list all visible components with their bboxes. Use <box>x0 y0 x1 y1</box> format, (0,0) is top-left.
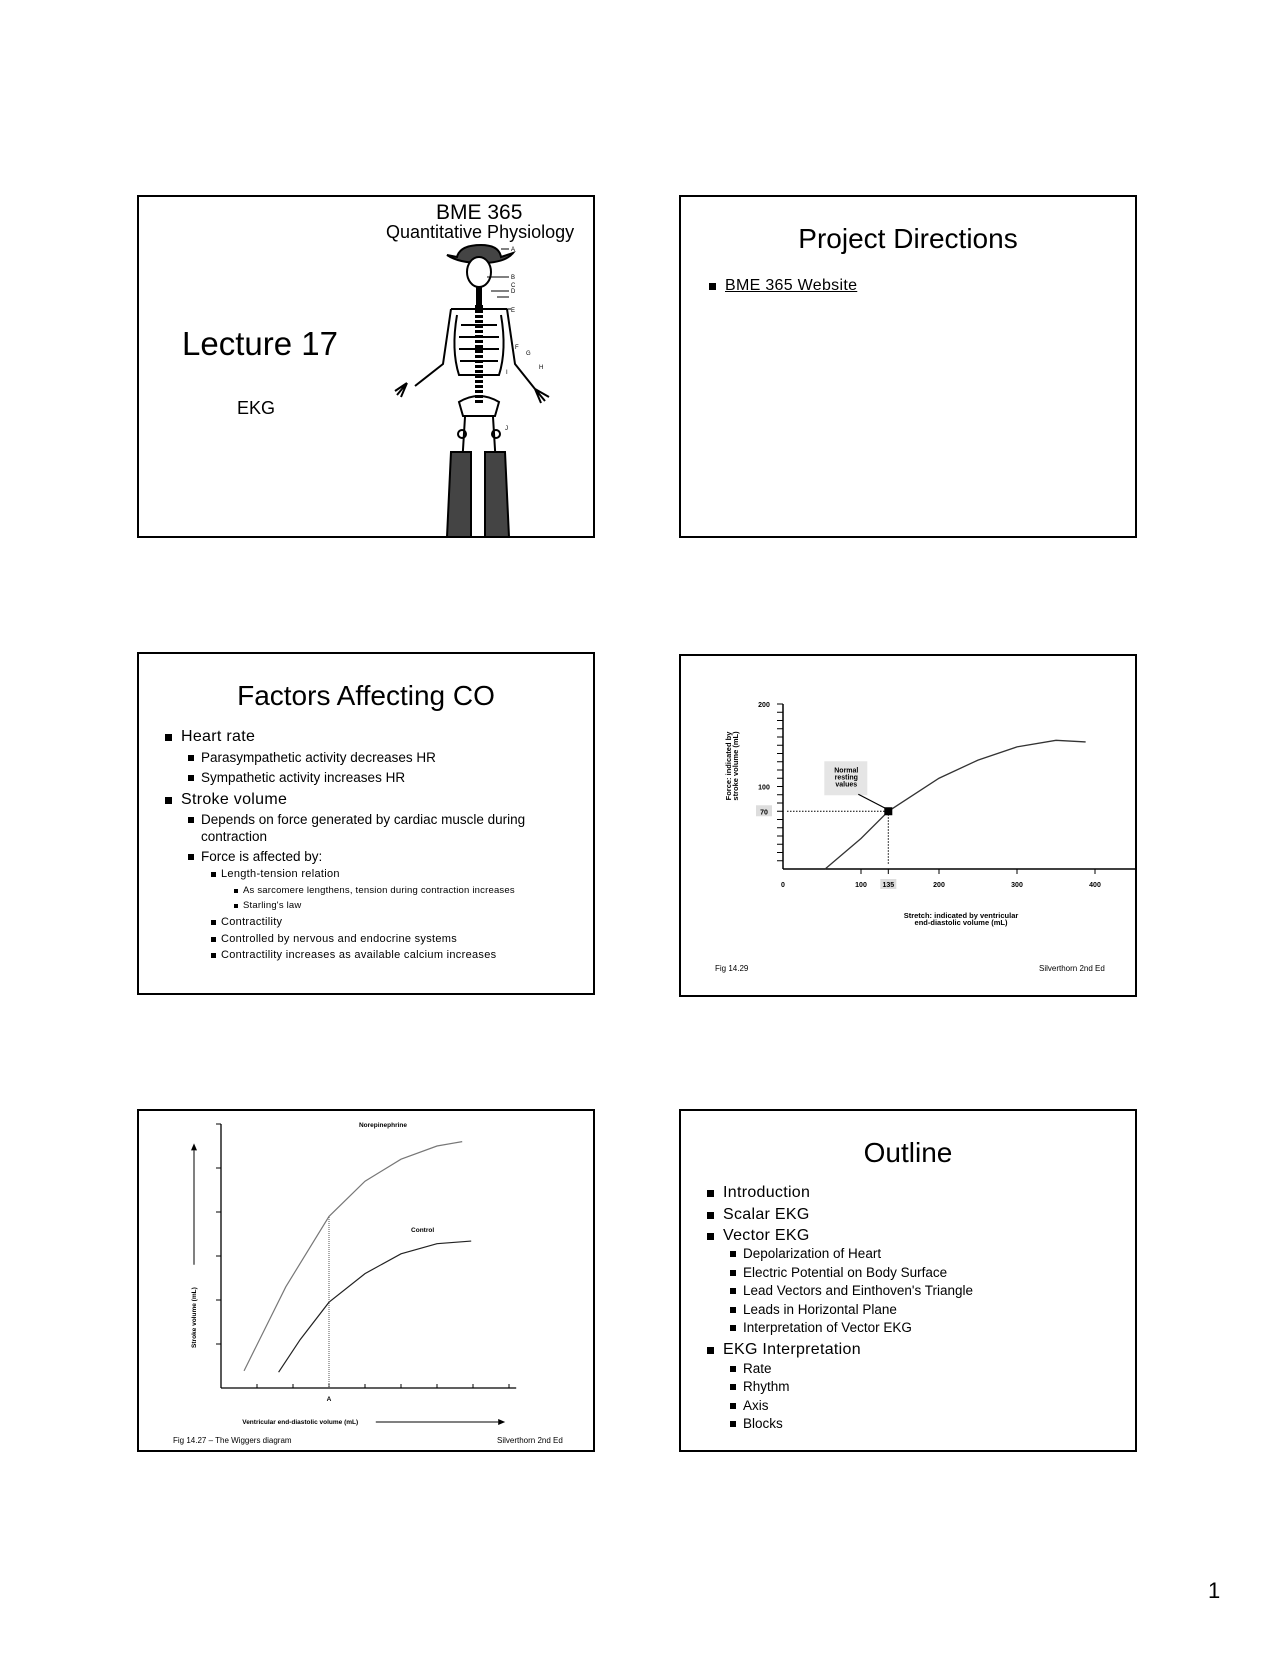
bullet-item: Parasympathetic activity decreases HR <box>188 750 436 765</box>
svg-text:B: B <box>511 275 515 281</box>
series-curve-control <box>278 1240 472 1373</box>
bullet-item: EKG Interpretation <box>707 1341 861 1358</box>
x-axis-label: Ventricular end-diastolic volume (mL) <box>242 1419 358 1426</box>
svg-text:F: F <box>515 345 519 351</box>
bullet-item: Lead Vectors and Einthoven's Triangle <box>730 1283 973 1298</box>
bullet-item: Controlled by nervous and endocrine syst… <box>210 933 458 945</box>
figure-source: Silverthorn 2nd Ed <box>497 1436 563 1445</box>
series-curve-norepinephrine <box>243 1141 463 1372</box>
y-axis-label: Force: indicated by <box>724 731 733 801</box>
data-curve <box>824 739 1086 870</box>
bullet-item: Leads in Horizontal Plane <box>730 1302 897 1317</box>
bullet-item: Depends on force generated by cardiac mu… <box>187 812 526 827</box>
arrowhead-icon <box>191 1143 197 1151</box>
arrowhead-icon <box>498 1419 506 1425</box>
svg-text:E: E <box>511 308 515 314</box>
x-axis-label: Stretch: indicated by ventricular <box>904 911 1019 920</box>
annotation-text: Normal <box>834 767 858 774</box>
x-tick-label: 100 <box>855 882 867 889</box>
x-tick-label: 0 <box>781 882 785 889</box>
y-tick-label: 100 <box>758 785 770 792</box>
course-name: BME 365 <box>436 201 523 224</box>
svg-text:G: G <box>526 351 531 357</box>
tick-highlight <box>880 879 897 889</box>
slide-title: Outline <box>863 1137 953 1168</box>
bullet-item: Starling's law <box>233 900 302 911</box>
lecture-topic: EKG <box>237 398 276 418</box>
bullet-item: Heart rate <box>164 728 256 745</box>
tick-highlight <box>756 805 772 817</box>
slide-title: Project Directions <box>798 223 1018 254</box>
y-axis-label: Stroke volume (mL) <box>191 1287 198 1348</box>
x-axis-label: end-diastolic volume (mL) <box>915 918 1008 927</box>
course-subtitle: Quantitative Physiology <box>386 222 575 242</box>
annotation-text: values <box>835 781 857 788</box>
x-tick-label: 300 <box>1011 882 1023 889</box>
lecture-title: Lecture 17 <box>182 325 338 362</box>
annotation-box <box>824 761 868 796</box>
y-tick-label: 70 <box>760 809 768 816</box>
bullet-item: Stroke volume <box>164 791 288 808</box>
figure-caption: Fig 14.29 <box>715 964 749 973</box>
frank-starling-chart: 0 100 135 200 300 400 200 100 70 Normalrestingval… <box>724 702 1135 927</box>
page-number: 1 <box>1208 1578 1221 1603</box>
bullet-item: As sarcomere lengthens, tension during c… <box>234 885 515 896</box>
bullet-item: Vector EKG <box>707 1227 810 1244</box>
bullet-item: contraction <box>201 829 268 844</box>
label-a: A <box>511 247 515 253</box>
bullet-item: Blocks <box>730 1416 783 1431</box>
annotation-arrow <box>858 793 886 809</box>
cowboy-skeleton-illustration: A BCD E F G H I J <box>394 243 550 536</box>
bullet-item: Scalar EKG <box>707 1206 810 1223</box>
bullet-item: Rhythm <box>730 1379 790 1394</box>
svg-text:C: C <box>511 283 516 289</box>
series-label: Control <box>411 1227 434 1234</box>
x-tick-label: 135 <box>882 882 894 889</box>
x-tick-label: 200 <box>933 882 945 889</box>
x-tick-label: 400 <box>1089 882 1101 889</box>
bullet-item: Rate <box>730 1361 772 1376</box>
y-tick-label: 200 <box>758 702 770 709</box>
bullet-item: Sympathetic activity increases HR <box>187 770 406 785</box>
y-axis-label: stroke volume (mL) <box>731 731 740 801</box>
bullet-item: Electric Potential on Body Surface <box>729 1265 948 1280</box>
bullet-item: Length-tension relation <box>211 868 340 880</box>
svg-text:I: I <box>506 370 508 376</box>
svg-text:J: J <box>505 426 508 432</box>
annotation-text: resting <box>835 774 858 781</box>
slide-title: Factors Affecting CO <box>237 680 495 711</box>
bullet-item: Interpretation of Vector EKG <box>730 1320 912 1335</box>
resting-marker <box>884 807 893 816</box>
figure-source: Silverthorn 2nd Ed <box>1039 964 1105 973</box>
slide-title: BME 365 Quantitative Physiology Lecture … <box>137 195 595 538</box>
bullet-item: Axis <box>730 1398 769 1413</box>
svg-text:D: D <box>511 289 516 295</box>
bullet-item: Depolarization of Heart <box>729 1246 882 1261</box>
series-label: Norepinephrine <box>359 1122 407 1129</box>
x-marker-label: A <box>327 1396 332 1403</box>
bullet-item: Introduction <box>706 1184 811 1201</box>
svg-text:H: H <box>539 365 543 371</box>
bullet-item: Contractility increases as available cal… <box>210 949 497 961</box>
bme-website-link[interactable]: BME 365 Website <box>708 277 858 294</box>
slide-project-directions: Project Directions BME 365 Website <box>679 195 1137 538</box>
bullet-item: Force is affected by: <box>187 849 323 864</box>
bullet-item: Contractility <box>210 916 283 928</box>
figure-caption: Fig 14.27 – The Wiggers diagram <box>173 1436 292 1445</box>
